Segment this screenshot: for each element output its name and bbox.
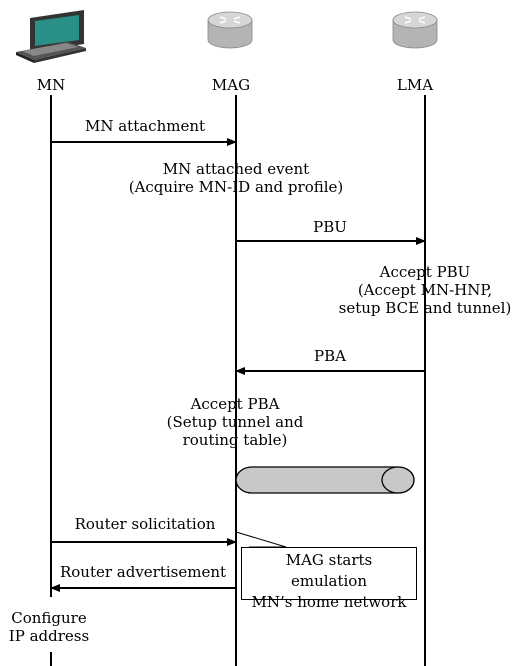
entity-label-mag: MAG [211, 76, 251, 94]
msg-router-solicitation-label: Router solicitation [74, 515, 216, 533]
router-icon [392, 11, 438, 49]
msg-pbu-label: PBU [313, 218, 347, 236]
mag-attached-event-text: MN attached event (Acquire MN-ID and pro… [128, 160, 344, 196]
msg-mn-attachment-label: MN attachment [84, 117, 206, 135]
tunnel-icon [235, 466, 415, 494]
msg-pba-label: PBA [314, 347, 346, 365]
entity-label-mn: MN [36, 76, 66, 94]
laptop-icon [16, 10, 86, 63]
mn-configure-ip-text: Configure IP address [4, 609, 94, 645]
lma-accept-pbu-text: Accept PBU (Accept MN-HNP, setup BCE and… [338, 263, 512, 317]
mag-emulation-note: MAG starts emulation MN’s home network [241, 547, 417, 611]
note-line-1: MAG starts emulation [285, 551, 373, 590]
router-icon [207, 11, 253, 49]
note-line-2: MN’s home network [251, 593, 407, 611]
note-callout-pointer [235, 531, 287, 548]
msg-router-advertisement-label: Router advertisement [59, 563, 227, 581]
entity-label-lma: LMA [396, 76, 434, 94]
mag-accept-pba-text: Accept PBA (Setup tunnel and routing tab… [166, 395, 304, 449]
